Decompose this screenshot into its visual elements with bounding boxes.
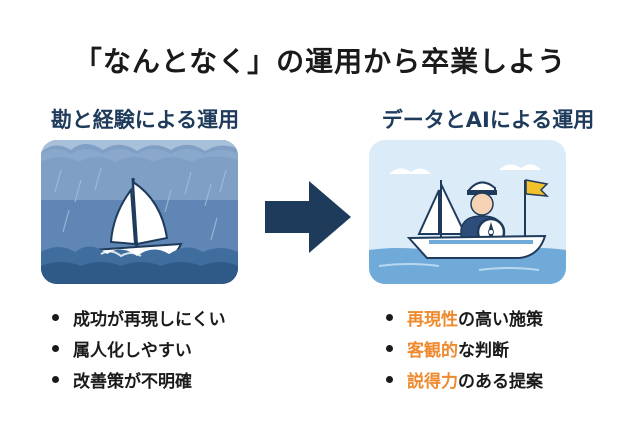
right-arrow-icon xyxy=(265,181,351,257)
bullet-icon xyxy=(386,314,393,321)
bullet-text: 属人化しやすい xyxy=(73,341,192,361)
list-item: 客観的な判断 xyxy=(386,333,543,364)
list-item: 成功が再現しにくい xyxy=(52,302,226,333)
bullet-text: 改善策が不明確 xyxy=(73,372,192,392)
bullet-highlight: 客観的 xyxy=(407,341,458,361)
list-item: 説得力のある提案 xyxy=(386,364,543,395)
bullet-icon xyxy=(386,345,393,352)
captain-compass-icon xyxy=(369,140,566,284)
list-item: 属人化しやすい xyxy=(52,333,226,364)
left-bullet-list: 成功が再現しにくい 属人化しやすい 改善策が不明確 xyxy=(52,302,226,395)
left-heading: 勘と経験による運用 xyxy=(50,108,240,132)
page-title: 「なんとなく」の運用から卒業しよう xyxy=(73,45,567,78)
bullet-text: 成功が再現しにくい xyxy=(73,310,226,330)
bullet-icon xyxy=(52,345,59,352)
bullet-highlight: 再現性 xyxy=(407,310,458,330)
bullet-icon xyxy=(386,376,393,383)
bullet-text: の高い施策 xyxy=(458,310,543,330)
bullet-icon xyxy=(52,314,59,321)
bullet-text: のある提案 xyxy=(458,372,543,392)
bullet-icon xyxy=(52,376,59,383)
bullet-highlight: 説得力 xyxy=(407,372,458,392)
captain-boat-illustration xyxy=(369,140,566,284)
list-item: 再現性の高い施策 xyxy=(386,302,543,333)
right-bullet-list: 再現性の高い施策 客観的な判断 説得力のある提案 xyxy=(386,302,543,395)
list-item: 改善策が不明確 xyxy=(52,364,226,395)
right-heading: データとAIによる運用 xyxy=(381,108,595,132)
sailboat-storm-icon xyxy=(41,140,238,284)
storm-sailboat-illustration xyxy=(41,140,238,284)
bullet-text: な判断 xyxy=(458,341,509,361)
